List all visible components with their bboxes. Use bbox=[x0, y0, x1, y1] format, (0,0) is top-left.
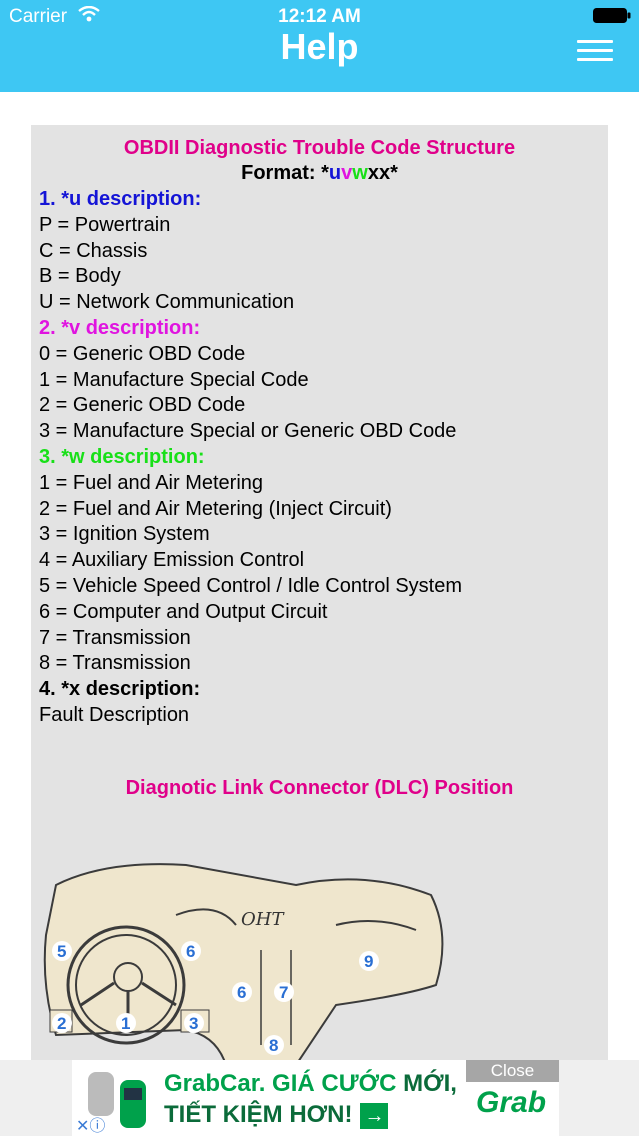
dlc-label: 3 bbox=[189, 1014, 198, 1033]
ad-banner: GrabCar. GIÁ CƯỚC MỚI, TIẾT KIỆM HƠN! → C… bbox=[0, 1060, 639, 1136]
battery-icon bbox=[593, 8, 631, 23]
ad-close-button[interactable]: Close bbox=[466, 1060, 559, 1082]
ad-text: GrabCar. GIÁ CƯỚC MỚI, TIẾT KIỆM HƠN! → bbox=[164, 1068, 457, 1130]
dlc-label: 7 bbox=[279, 983, 288, 1002]
list-item: Fault Description bbox=[39, 703, 190, 726]
arrow-icon[interactable]: → bbox=[360, 1102, 389, 1129]
help-content: OBDII Diagnostic Trouble Code Structure … bbox=[31, 125, 608, 1060]
v-heading: 2. *v description: bbox=[39, 316, 201, 339]
menu-icon[interactable] bbox=[577, 40, 613, 62]
list-item: P = Powertrain bbox=[39, 213, 171, 236]
dlc-title: Diagnotic Link Connector (DLC) Position bbox=[125, 776, 514, 799]
list-item: 3 = Ignition System bbox=[39, 523, 210, 546]
list-item: 7 = Transmission bbox=[39, 626, 191, 649]
status-bar: Carrier 12:12 AM bbox=[0, 0, 639, 32]
dlc-label: 6 bbox=[237, 983, 246, 1002]
page-title: Help bbox=[280, 26, 359, 67]
dlc-diagram: OHT 5 6 2 1 3 6 7 9 8 bbox=[43, 863, 444, 1060]
list-item: 1 = Fuel and Air Metering bbox=[39, 471, 264, 494]
format-w: w bbox=[352, 162, 368, 184]
list-item: 2 = Fuel and Air Metering (Inject Circui… bbox=[39, 497, 392, 520]
ad-line2: TIẾT KIỆM HƠN! bbox=[164, 1101, 353, 1128]
wifi-icon bbox=[78, 6, 100, 22]
structure-title: OBDII Diagnostic Trouble Code Structure bbox=[123, 137, 516, 159]
dlc-label: 2 bbox=[57, 1014, 66, 1033]
list-item: 8 = Transmission bbox=[39, 652, 191, 675]
list-item: 1 = Manufacture Special Code bbox=[39, 368, 309, 391]
grab-logo: Grab bbox=[476, 1086, 547, 1119]
list-item: 6 = Computer and Output Circuit bbox=[39, 600, 328, 623]
list-item: 0 = Generic OBD Code bbox=[39, 342, 246, 365]
ad-line1: GrabCar. GIÁ CƯỚC bbox=[164, 1070, 404, 1097]
list-item: 5 = Vehicle Speed Control / Idle Control… bbox=[39, 574, 463, 597]
car-icon bbox=[88, 1072, 146, 1128]
ad-line1-highlight: MỚI, bbox=[403, 1070, 457, 1097]
app-header: Carrier 12:12 AM Help bbox=[0, 0, 639, 92]
format-v: v bbox=[341, 162, 353, 184]
dlc-label: 8 bbox=[269, 1036, 278, 1055]
ad-content[interactable]: GrabCar. GIÁ CƯỚC MỚI, TIẾT KIỆM HƠN! → C… bbox=[72, 1060, 559, 1136]
dlc-label: 1 bbox=[121, 1014, 130, 1033]
format-line: Format: *uvwxx* bbox=[31, 162, 608, 185]
dlc-label: 9 bbox=[364, 952, 373, 971]
u-heading: 1. *u description: bbox=[39, 188, 202, 210]
format-label: Format: * bbox=[241, 162, 329, 184]
adchoices-icon[interactable]: ✕ⓘ bbox=[76, 1118, 106, 1135]
list-item: 4 = Auxiliary Emission Control bbox=[39, 549, 305, 572]
dlc-handwriting: OHT bbox=[241, 909, 285, 930]
status-time: 12:12 AM bbox=[278, 6, 361, 27]
list-item: C = Chassis bbox=[39, 239, 148, 262]
format-u: u bbox=[328, 162, 342, 184]
carrier-label: Carrier bbox=[9, 6, 68, 27]
list-item: B = Body bbox=[39, 265, 121, 288]
list-item: U = Network Communication bbox=[39, 291, 295, 314]
x-heading: 4. *x description: bbox=[39, 678, 201, 701]
format-rest: xx* bbox=[367, 162, 398, 184]
w-heading: 3. *w description: bbox=[39, 445, 205, 468]
dlc-label: 6 bbox=[186, 942, 195, 961]
dlc-label: 5 bbox=[57, 942, 66, 961]
list-item: 2 = Generic OBD Code bbox=[39, 394, 246, 417]
list-item: 3 = Manufacture Special or Generic OBD C… bbox=[39, 420, 457, 443]
